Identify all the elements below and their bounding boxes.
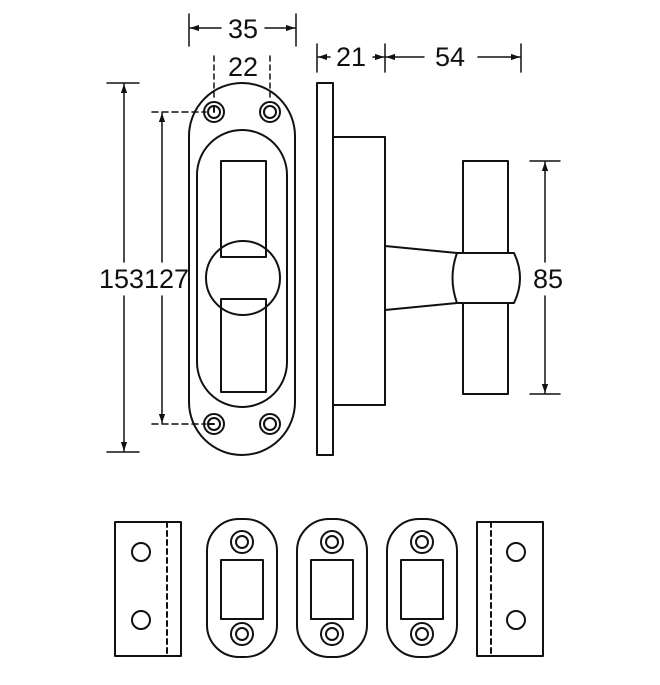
hinge-plate-left	[114, 521, 182, 657]
dim-label-35: 35	[228, 14, 258, 44]
dim-label-153: 153	[99, 264, 144, 294]
backplate-outline	[188, 82, 296, 456]
keeper-2	[296, 518, 368, 658]
side-body	[332, 136, 386, 406]
keeper-3	[386, 518, 458, 658]
front-view	[188, 82, 296, 456]
handle-top-bar	[220, 160, 267, 258]
dim-label-22: 22	[228, 52, 258, 82]
side-neck	[384, 245, 458, 311]
dim-label-21: 21	[336, 42, 366, 72]
screw-hole-top-left	[203, 101, 225, 123]
dimensions	[106, 13, 561, 453]
screw-hole-top-right	[259, 101, 281, 123]
hinge-plate-right	[476, 521, 544, 657]
side-knob	[451, 252, 521, 304]
dim-label-85: 85	[533, 264, 563, 294]
dimension-labels: 35 22 21 54 153 127 85	[99, 14, 563, 294]
dim-label-127: 127	[144, 264, 189, 294]
handle-knob	[205, 240, 281, 316]
keeper-1	[206, 518, 278, 658]
handle-bottom-bar	[220, 298, 267, 393]
parts-row	[114, 518, 544, 658]
side-plate	[316, 82, 334, 456]
side-view	[316, 82, 521, 456]
dim-label-54: 54	[435, 42, 465, 72]
screw-hole-bottom-right	[259, 413, 281, 435]
screw-hole-bottom-left	[203, 413, 225, 435]
inner-recess	[196, 129, 288, 408]
